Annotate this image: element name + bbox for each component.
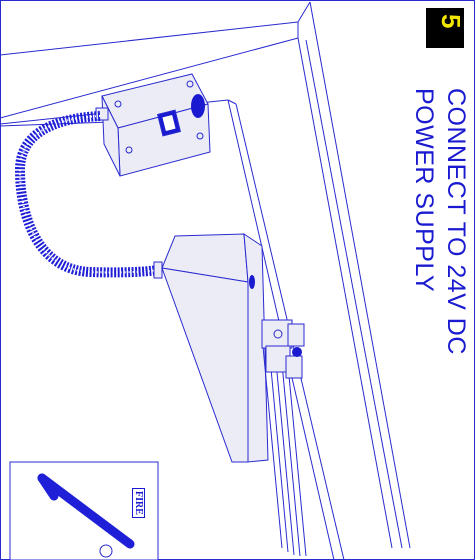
step-number: 5	[436, 14, 466, 29]
door-closer-arm	[261, 319, 307, 557]
step-number-badge: 5	[426, 8, 466, 48]
junction-box	[95, 73, 211, 177]
door-closer-body	[161, 233, 269, 463]
fire-switch-inset	[9, 461, 159, 560]
instruction-line-1: CONNECT TO 24V DC	[442, 88, 470, 355]
flexible-conduit	[14, 111, 159, 278]
instruction-line-2: POWER SUPPLY	[410, 88, 438, 293]
fire-sign-label: FIRE	[132, 488, 145, 518]
conduit-fitting	[153, 261, 163, 279]
